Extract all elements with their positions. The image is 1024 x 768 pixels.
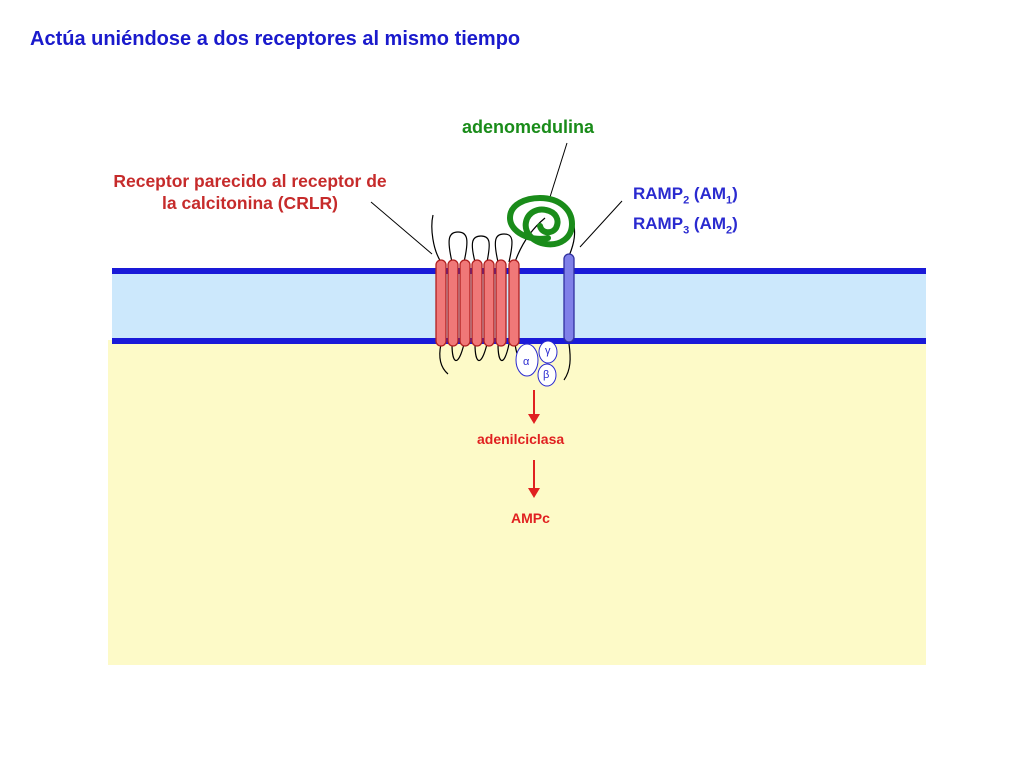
crlr-label-line1: Receptor parecido al receptor de — [113, 171, 387, 191]
ramp-label: RAMP2 (AM1) RAMP3 (AM2) — [633, 182, 738, 243]
adenylate-cyclase-label: adenilciclasa — [477, 431, 565, 447]
ramp3-prefix: RAMP — [633, 214, 684, 234]
crlr-label: Receptor parecido al receptor de la calc… — [82, 170, 418, 214]
crlr-helix — [508, 259, 520, 347]
ramp2-mid: (AM — [689, 184, 727, 203]
crlr-helix — [435, 259, 447, 347]
g-alpha-subunit — [515, 343, 539, 377]
crlr-helix — [447, 259, 459, 347]
ramp2-prefix: RAMP — [633, 184, 684, 203]
adrenomedullin-spiral — [506, 194, 576, 248]
ramp2-end: ) — [732, 184, 738, 203]
crlr-helix — [471, 259, 483, 347]
ramp-protein — [563, 253, 575, 343]
crlr-helix — [483, 259, 495, 347]
crlr-receptor — [435, 259, 520, 347]
g-beta-subunit — [537, 363, 557, 387]
arrowhead-camp — [528, 488, 540, 498]
signal-arrows — [528, 390, 540, 498]
page-title: Actúa uniéndose a dos receptores al mism… — [30, 28, 521, 50]
ramp2-subscript: 2 — [683, 194, 690, 207]
adrenomedullin-leader-line — [549, 142, 568, 198]
g-gamma-subunit — [538, 340, 558, 364]
adrenomedullin-label: adenomedulina — [462, 117, 595, 137]
camp-label: AMPc — [511, 510, 550, 526]
ramp2-subscript2: 1 — [726, 194, 733, 207]
ramp3-subscript2: 2 — [726, 224, 733, 237]
g-protein — [515, 340, 558, 387]
ramp3-mid: (AM — [689, 214, 727, 234]
g-alpha-label: α — [523, 356, 530, 368]
g-gamma-label: γ — [545, 345, 551, 357]
ramp-leader-line — [579, 200, 623, 248]
crlr-extracellular-loops — [431, 214, 576, 263]
crlr-helix — [459, 259, 471, 347]
crlr-helix — [495, 259, 507, 347]
g-beta-label: β — [543, 369, 550, 381]
ramp3-subscript: 3 — [683, 224, 690, 237]
crlr-leader-line — [370, 201, 433, 255]
arrowhead-adenylate-cyclase — [528, 414, 540, 424]
crlr-label-line2: la calcitonina (CRLR) — [162, 193, 338, 213]
cytoplasm-area — [108, 340, 926, 665]
ramp3-label: RAMP3 (AM2) — [633, 212, 738, 242]
ramp2-label: RAMP2 (AM1) — [633, 182, 738, 212]
crlr-intracellular-loops — [439, 343, 571, 381]
ramp3-end: ) — [732, 214, 738, 234]
